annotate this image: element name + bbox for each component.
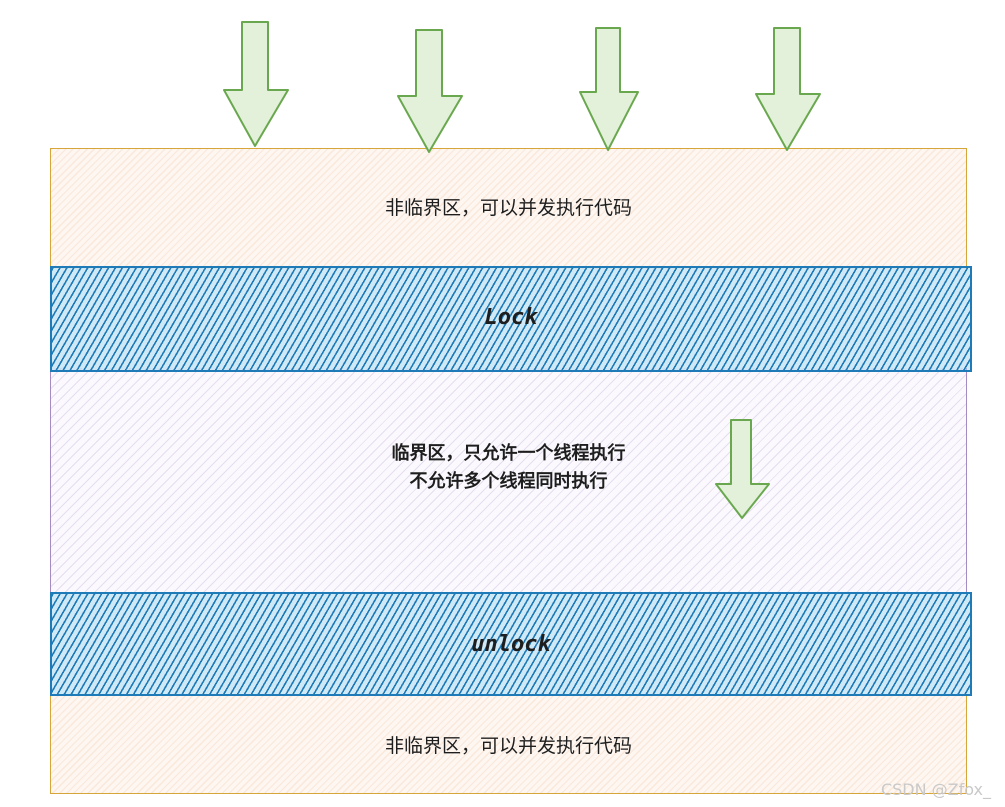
down-arrow-icon xyxy=(579,27,639,151)
unlock-label: unlock xyxy=(471,632,551,657)
noncritical-section-bottom: 非临界区，可以并发执行代码 xyxy=(50,694,967,794)
critical-label-line1: 临界区，只允许一个线程执行 xyxy=(391,443,626,464)
watermark: CSDN @Zfox_ xyxy=(880,780,991,799)
down-arrow-icon xyxy=(715,419,770,519)
down-arrow-icon xyxy=(223,21,289,147)
lock-band: Lock xyxy=(50,266,972,372)
critical-section: 临界区，只允许一个线程执行 不允许多个线程同时执行 xyxy=(50,368,967,594)
down-arrow-icon xyxy=(397,29,463,153)
noncritical-bottom-label: 非临界区，可以并发执行代码 xyxy=(384,735,632,757)
unlock-band: unlock xyxy=(50,592,972,696)
noncritical-top-label: 非临界区，可以并发执行代码 xyxy=(384,197,632,219)
noncritical-section-top: 非临界区，可以并发执行代码 xyxy=(50,148,967,269)
lock-label: Lock xyxy=(484,305,538,330)
critical-label-line2: 不允许多个线程同时执行 xyxy=(409,471,608,492)
down-arrow-icon xyxy=(755,27,821,151)
